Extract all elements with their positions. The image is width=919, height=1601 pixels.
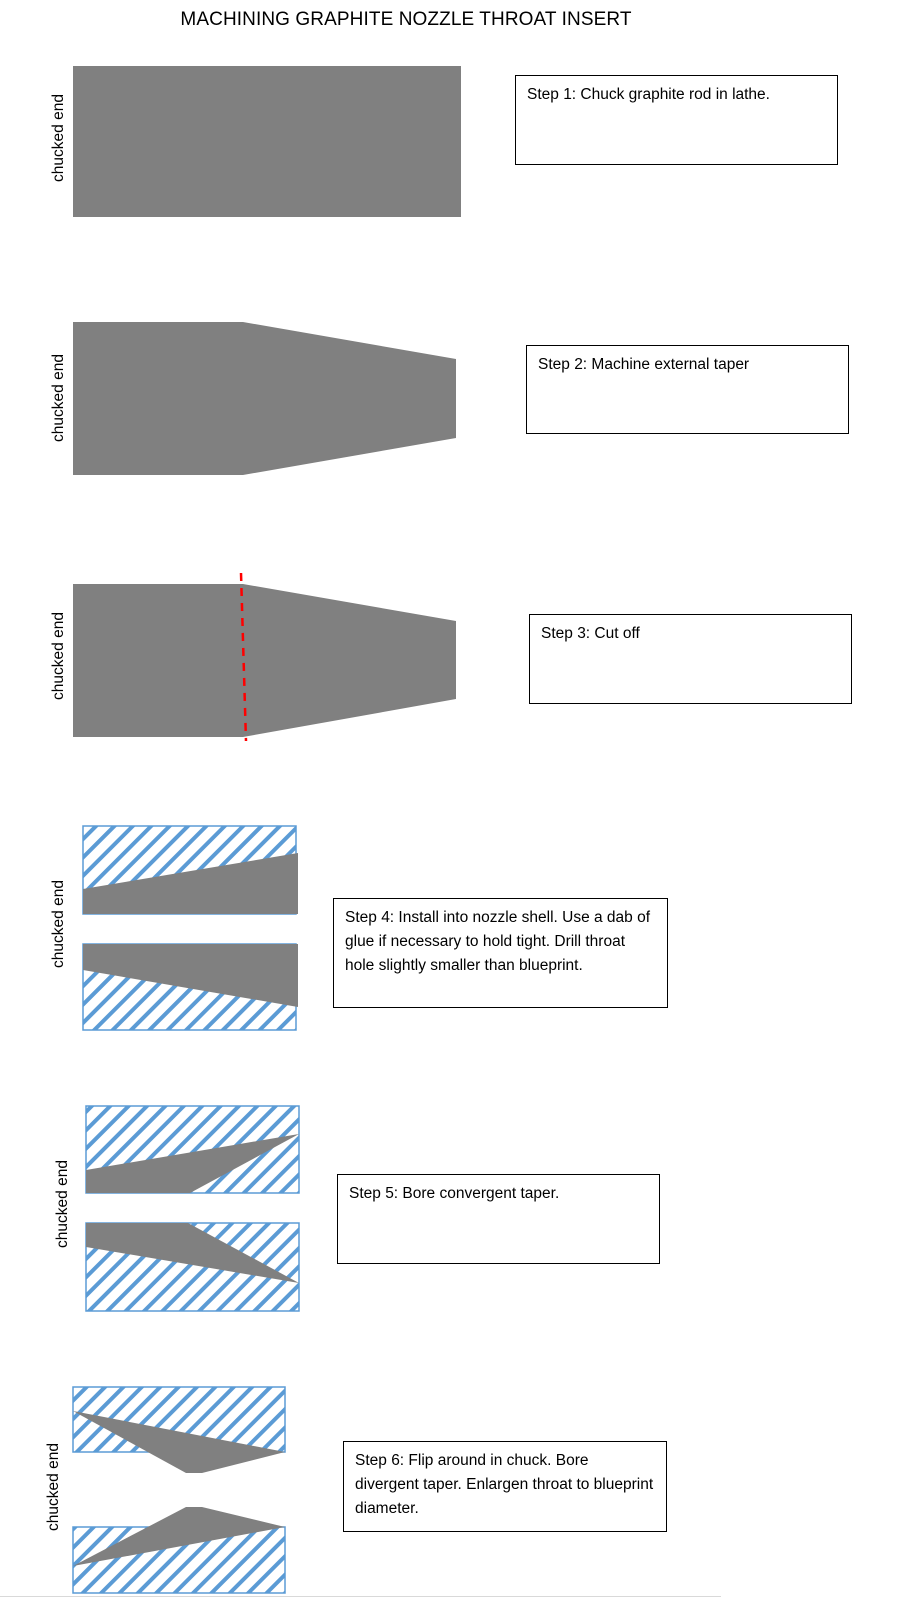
step-3-box: Step 3: Cut off <box>529 614 852 704</box>
step-6-insert-bottom <box>73 1507 285 1566</box>
step-3-cut-line <box>239 572 248 742</box>
step-6-assembly <box>72 1386 286 1594</box>
step-6-text: Step 6: Flip around in chuck. Bore diver… <box>355 1452 654 1517</box>
step-2-box: Step 2: Machine external taper <box>526 345 849 434</box>
step-4-insert-top <box>83 853 298 914</box>
step-1-graphite-rod <box>73 66 461 217</box>
step-5-insert-bottom <box>86 1223 299 1283</box>
step-4-assembly <box>82 825 298 1031</box>
step-5-box: Step 5: Bore convergent taper. <box>337 1174 660 1264</box>
step-5-text: Step 5: Bore convergent taper. <box>349 1185 560 1202</box>
step-4-text: Step 4: Install into nozzle shell. Use a… <box>345 909 651 974</box>
step-4-insert-bottom <box>83 944 298 1007</box>
page-bottom-rule <box>0 1596 721 1597</box>
step-2-text: Step 2: Machine external taper <box>538 356 750 373</box>
step-3-text: Step 3: Cut off <box>541 625 640 642</box>
step-2-tapered-rod <box>73 322 456 475</box>
step-5-insert-top <box>86 1134 299 1193</box>
step-1-box: Step 1: Chuck graphite rod in lathe. <box>515 75 838 165</box>
step-1-text: Step 1: Chuck graphite rod in lathe. <box>527 86 770 103</box>
step-6-box: Step 6: Flip around in chuck. Bore diver… <box>343 1441 667 1532</box>
step-4-box: Step 4: Install into nozzle shell. Use a… <box>333 898 668 1008</box>
step-5-assembly <box>85 1105 300 1312</box>
diagram-title: MACHINING GRAPHITE NOZZLE THROAT INSERT <box>180 9 632 30</box>
step-6-insert-top <box>73 1411 285 1473</box>
step-3-tapered-rod <box>73 584 456 737</box>
